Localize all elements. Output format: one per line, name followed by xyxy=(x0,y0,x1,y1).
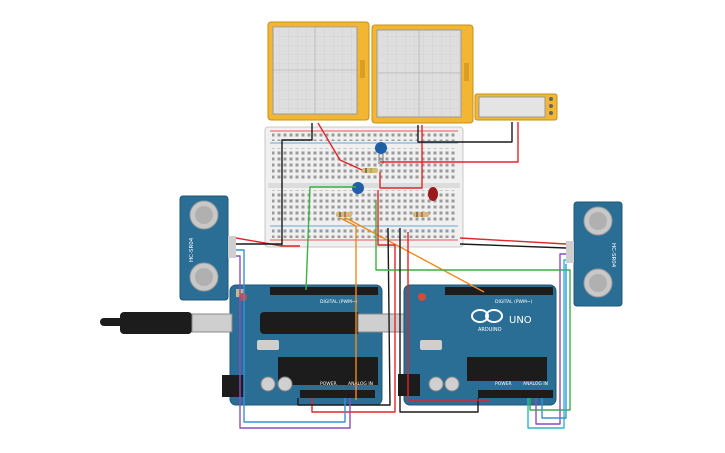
reset-button-left[interactable] xyxy=(239,293,247,301)
wire-red[interactable] xyxy=(380,122,519,163)
reset-button-right[interactable] xyxy=(418,293,426,301)
wire-orange[interactable] xyxy=(345,217,485,293)
dc-jack-left xyxy=(222,375,244,397)
wire-black[interactable] xyxy=(455,122,513,143)
sensor-model-left: HC-SR04 xyxy=(189,237,195,262)
digital-header-left xyxy=(270,287,378,295)
digital-header-right xyxy=(445,287,553,295)
analog-label-left: ANALOG IN xyxy=(348,381,373,387)
wire-red[interactable] xyxy=(459,237,567,245)
led-red[interactable] xyxy=(428,187,438,201)
ultrasonic-sensor-left[interactable]: HC-SR04 xyxy=(179,195,236,301)
power-label-left: POWER xyxy=(320,381,337,387)
resistor-top[interactable] xyxy=(362,168,378,173)
led-blue-mid[interactable] xyxy=(352,182,364,194)
power-label-right: POWER xyxy=(495,381,512,387)
oscilloscope-right[interactable] xyxy=(371,24,474,124)
arduino-right[interactable]: ARDUINO UNO DIGITAL (PWM~) POWER ANALOG … xyxy=(398,284,557,406)
breadboard[interactable] xyxy=(264,126,464,248)
ultrasonic-sensor-right[interactable]: HC-SR04 xyxy=(566,201,623,307)
usb-cable-left[interactable] xyxy=(100,312,233,334)
dc-jack-right xyxy=(398,374,420,396)
wire-orange[interactable] xyxy=(339,217,357,400)
digital-label-left: DIGITAL (PWM~) xyxy=(320,299,358,305)
wire-red[interactable] xyxy=(379,125,423,189)
multimeter[interactable] xyxy=(474,93,558,121)
analog-label-right: ANALOG IN xyxy=(523,381,548,387)
model-label-right: UNO xyxy=(509,315,532,326)
wire-green[interactable] xyxy=(305,186,356,291)
wire-blue[interactable] xyxy=(236,249,346,423)
wire-purple[interactable] xyxy=(535,253,566,425)
resistor-right[interactable] xyxy=(413,212,429,217)
power-header-right xyxy=(478,390,553,398)
brand-label-right: ARDUINO xyxy=(478,327,502,333)
wire-black[interactable] xyxy=(399,228,479,413)
power-header-left xyxy=(300,390,375,398)
wire-cyan[interactable] xyxy=(527,259,566,429)
wire-green[interactable] xyxy=(375,200,571,411)
atmega-chip-left xyxy=(278,357,378,385)
resistor-left[interactable] xyxy=(336,212,352,217)
wire-purple[interactable] xyxy=(236,255,351,429)
sensor-model-right: HC-SR04 xyxy=(610,243,616,268)
wire-red[interactable] xyxy=(311,190,396,413)
wire-red[interactable] xyxy=(235,237,300,247)
wire-red[interactable] xyxy=(317,122,363,171)
wire-red[interactable] xyxy=(407,232,490,401)
usb-cable-right[interactable] xyxy=(260,312,409,334)
wire-black[interactable] xyxy=(417,125,455,143)
wire-black[interactable] xyxy=(297,227,391,406)
wires xyxy=(235,122,571,429)
arduino-left[interactable]: POWER ANALOG IN DIGITAL (PWM~) xyxy=(222,284,383,406)
arduino-logo-icon xyxy=(471,309,503,323)
wire-black[interactable] xyxy=(281,123,313,246)
atmega-chip-right xyxy=(467,357,547,381)
wire-blue[interactable] xyxy=(541,264,567,419)
digital-label-right: DIGITAL (PWM~) xyxy=(495,299,533,305)
oscilloscope-left[interactable] xyxy=(267,21,370,121)
wire-black[interactable] xyxy=(459,243,567,249)
